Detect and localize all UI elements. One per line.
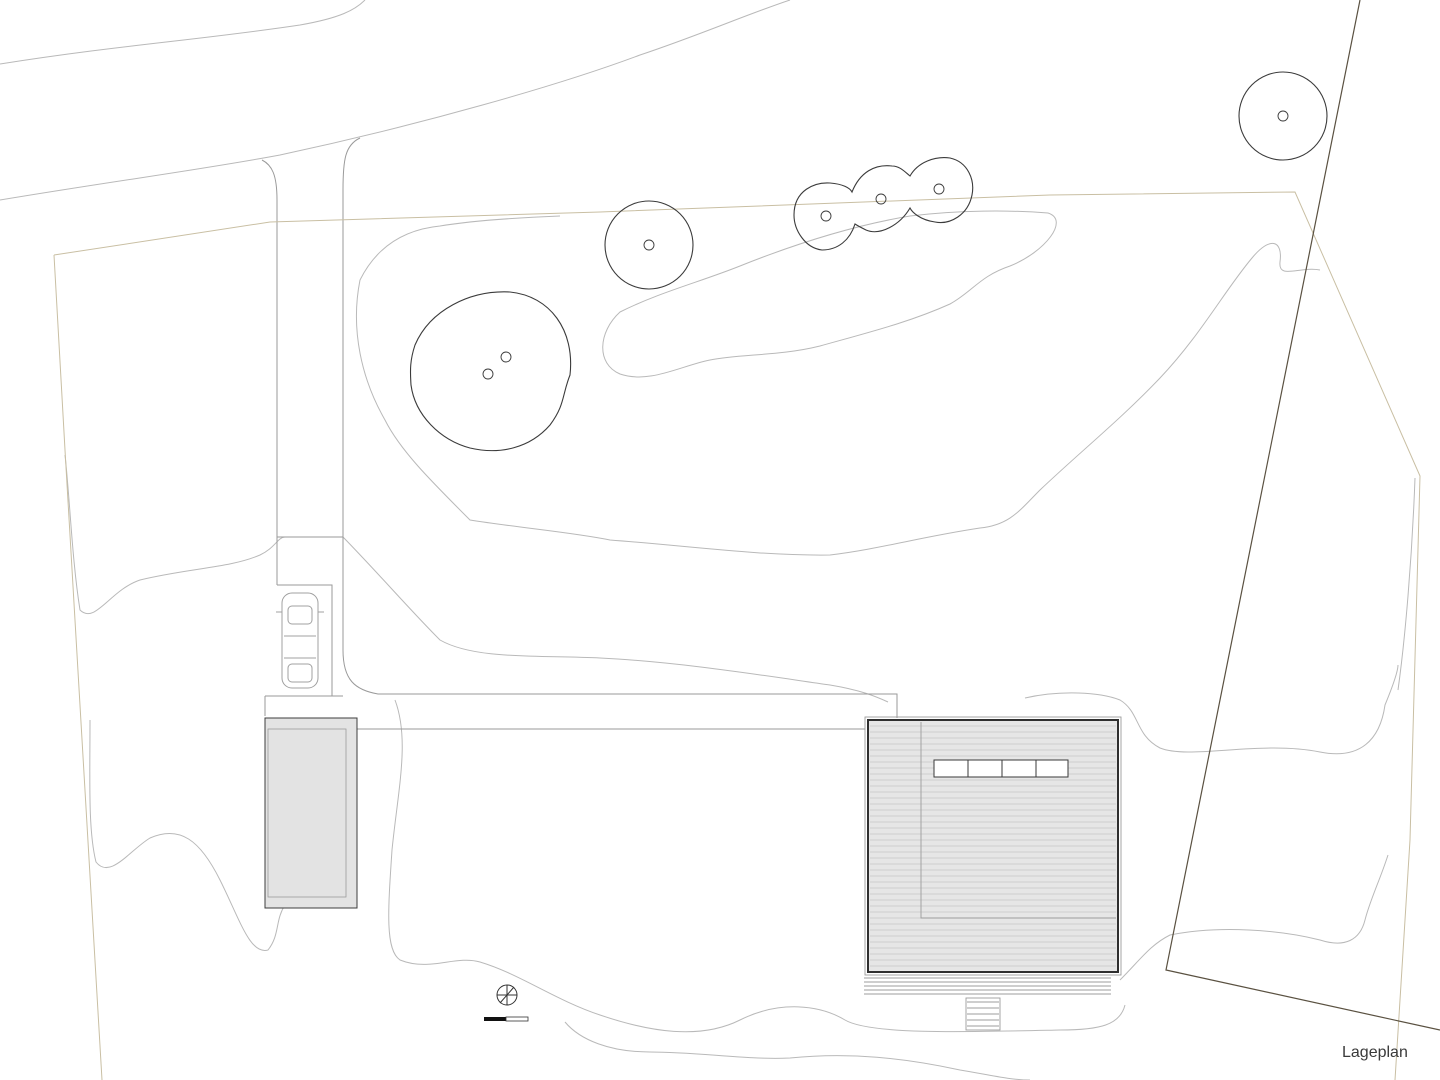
contour-south-west	[89, 719, 286, 951]
tree-symbol-icon	[643, 239, 655, 251]
access-road	[261, 137, 898, 730]
contour-west	[64, 454, 286, 615]
skylight	[933, 759, 969, 778]
tree-group-crown	[793, 157, 974, 251]
garage-building	[264, 717, 358, 909]
north-arrow-icon	[496, 984, 518, 1006]
tree-symbol-icon	[820, 210, 832, 222]
contour-south-lower	[564, 1021, 1031, 1080]
tree-symbol-icon	[875, 193, 887, 205]
trees	[409, 71, 1328, 452]
tree-crown	[604, 200, 694, 290]
contour-east	[1024, 664, 1399, 755]
tree-crown	[1238, 71, 1328, 161]
skylight	[1035, 759, 1069, 778]
driveway-south-edge	[264, 696, 865, 730]
tree-symbol-icon	[500, 351, 512, 363]
scale-bar-icon	[484, 1016, 529, 1022]
entrance-steps	[965, 997, 1001, 1031]
house-building	[864, 716, 1122, 1031]
parcel-boundary	[53, 191, 1421, 1080]
contour-top	[0, 0, 366, 65]
contour-valley	[355, 215, 1321, 556]
contour-east-edge	[1397, 477, 1416, 691]
tree-symbol-icon	[482, 368, 494, 380]
contour-middle	[342, 536, 889, 703]
car-icon	[276, 592, 324, 689]
road-west-edge	[261, 159, 278, 585]
roof-ridge-outline	[920, 722, 1116, 919]
skylight	[967, 759, 1003, 778]
property-boundary-line	[1165, 0, 1440, 1031]
house-forecourt	[865, 693, 898, 718]
entrance-stair-treads	[967, 1001, 999, 1027]
road-east-edge	[342, 137, 865, 695]
skylight	[1001, 759, 1037, 778]
plan-title: Lageplan	[1342, 1044, 1408, 1061]
tree-symbol-icon	[1277, 110, 1289, 122]
contour-south	[388, 699, 1126, 1033]
tree-large-crown	[409, 291, 572, 452]
parking-bay	[277, 536, 343, 696]
tree-symbol-icon	[933, 183, 945, 195]
terrace-deck	[864, 977, 1111, 995]
contour-lake-upper	[0, 0, 791, 201]
contour-east-lower	[1119, 854, 1389, 981]
contour-lake-inner	[602, 210, 1057, 378]
